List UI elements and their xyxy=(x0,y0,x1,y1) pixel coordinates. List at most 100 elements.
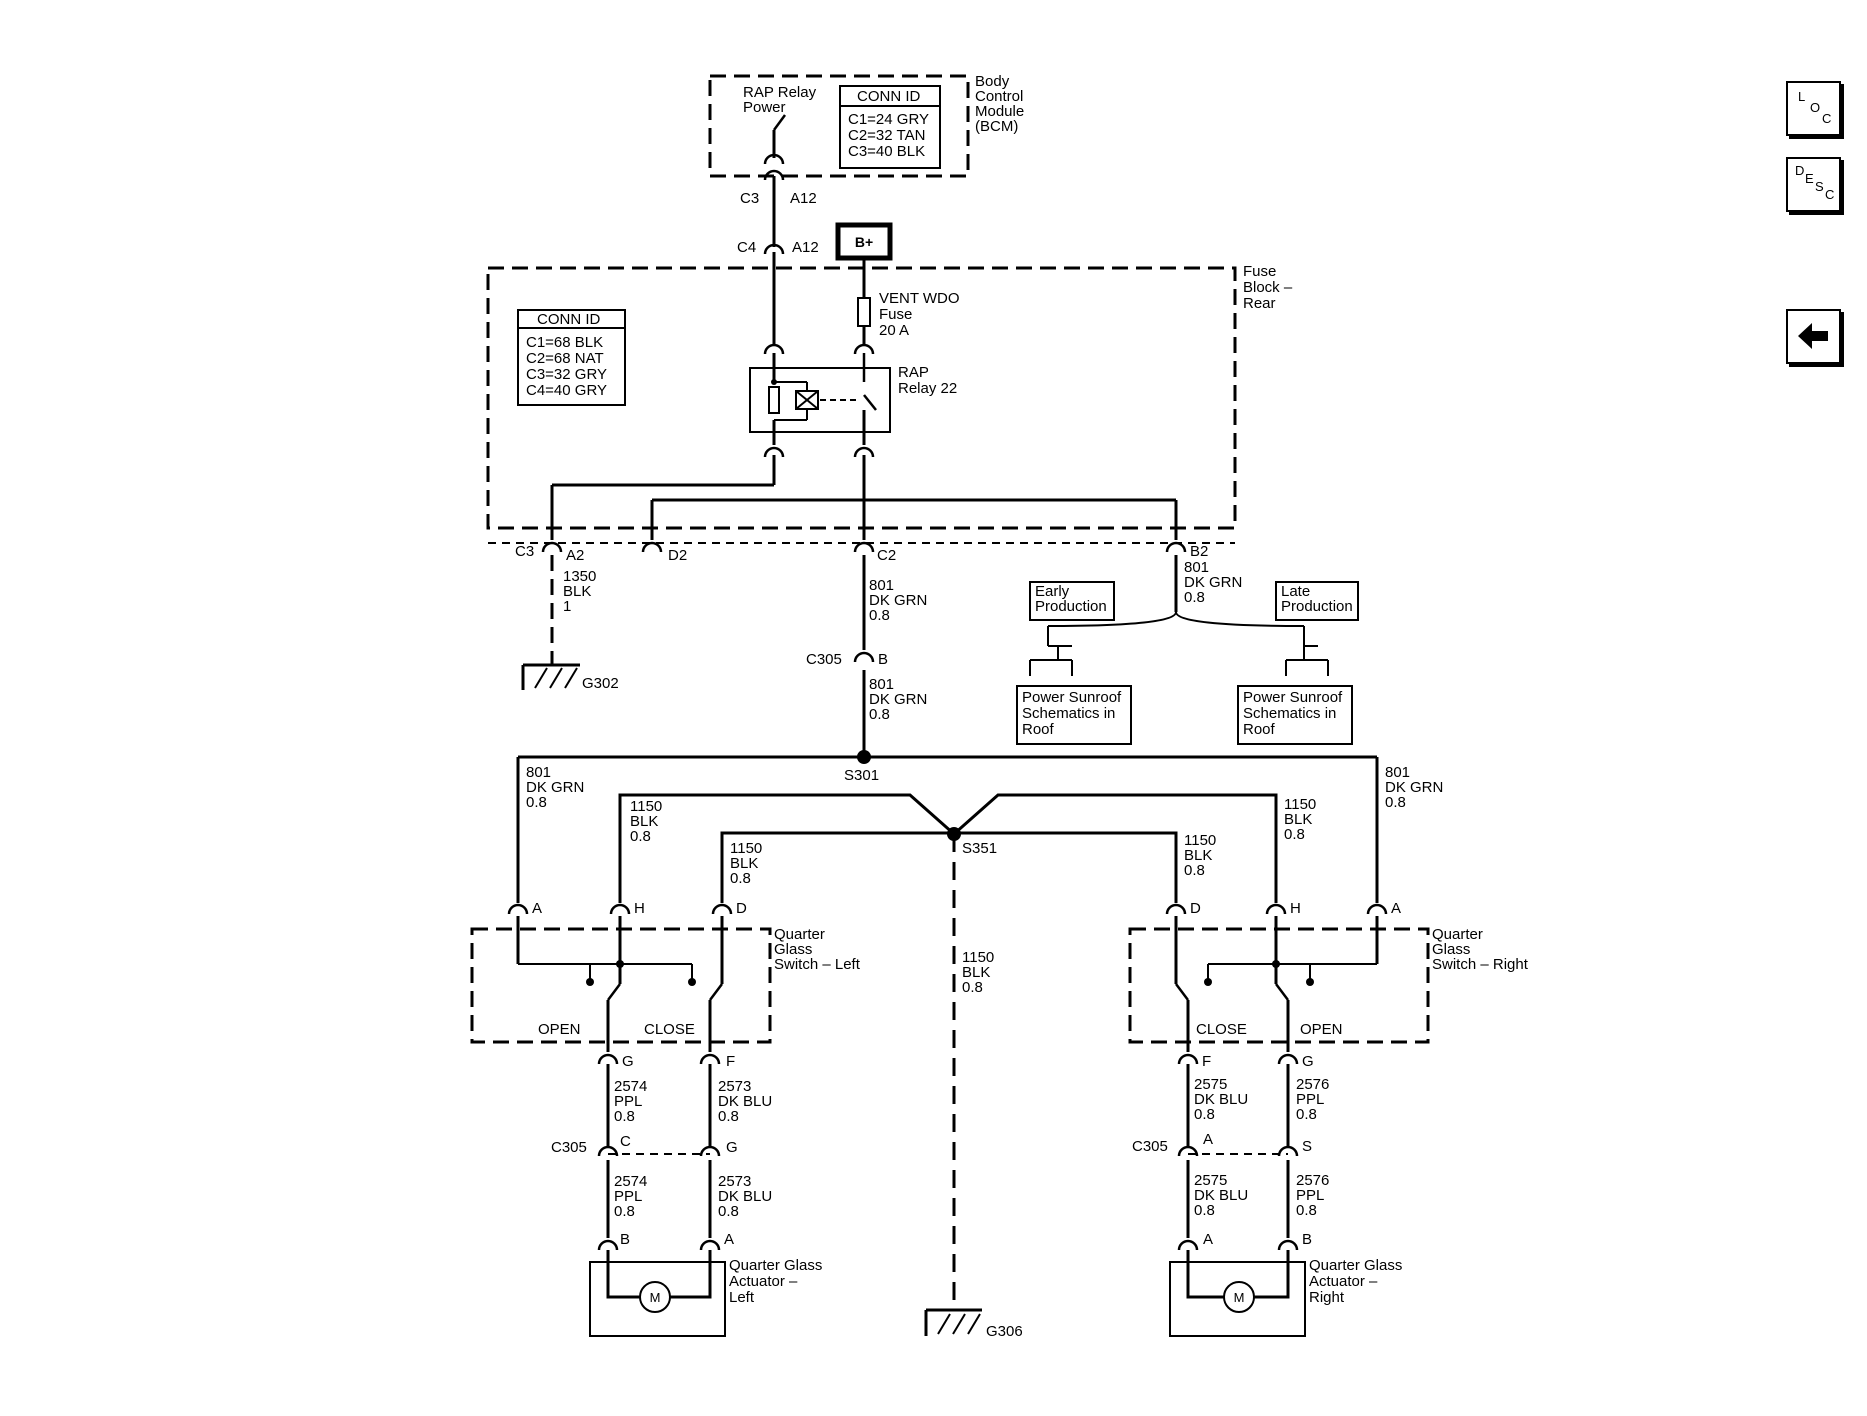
wire-1150-lh-1: 1150 xyxy=(630,798,662,815)
fuse-block-title-1: Fuse xyxy=(1243,263,1276,280)
sunroof-ref2-2: Schematics in xyxy=(1243,705,1336,722)
left-actuator-title-2: Actuator – xyxy=(729,1273,798,1290)
fuse-conn-id-4: C4=40 GRY xyxy=(526,382,607,399)
bcm-title-3: Module xyxy=(975,103,1024,120)
bcm-title-4: (BCM) xyxy=(975,118,1018,135)
wire-2574-a-2: PPL xyxy=(614,1093,642,1110)
conn-c305-right-label: C305 xyxy=(1132,1138,1168,1155)
left-actuator-title-1: Quarter Glass xyxy=(729,1257,822,1274)
desc-letter-3: S xyxy=(1815,179,1824,194)
conn-a12-label-2: A12 xyxy=(792,239,819,256)
bcm-conn-id-1: C1=24 GRY xyxy=(848,111,929,128)
conn-c3-label: C3 xyxy=(740,190,759,207)
wire-801-b2-2: DK GRN xyxy=(1184,574,1242,591)
wire-1150-rd-3: 0.8 xyxy=(1184,862,1205,879)
wire-1150-rh-2: BLK xyxy=(1284,811,1312,828)
bcm-conn-id-title: CONN ID xyxy=(857,88,921,105)
back-button[interactable] xyxy=(1786,309,1841,364)
late-production-1: Late xyxy=(1281,583,1310,600)
left-pin-a: A xyxy=(532,900,542,917)
wire-1150-ld-2: BLK xyxy=(730,855,758,872)
conn-c-left-label: C xyxy=(620,1133,631,1150)
bcm-outline xyxy=(708,74,970,178)
conn-c305-left-label: C305 xyxy=(551,1139,587,1156)
wire-801-right-3: 0.8 xyxy=(1385,794,1406,811)
bcm-title-2: Control xyxy=(975,88,1023,105)
splice-s301-dot xyxy=(857,750,871,764)
wire-2574-b-1: 2574 xyxy=(614,1173,647,1190)
wire-801-mid-1: 801 xyxy=(869,676,894,693)
wire-1150-rh-1: 1150 xyxy=(1284,796,1316,813)
wire-1150-rh-3: 0.8 xyxy=(1284,826,1305,843)
wire-2573-a-2: DK BLU xyxy=(718,1093,772,1110)
desc-letter-4: C xyxy=(1825,187,1835,202)
left-close-label: CLOSE xyxy=(644,1021,695,1038)
desc-letter-2: E xyxy=(1805,171,1814,186)
wire-801-c2-2: DK GRN xyxy=(869,592,927,609)
sunroof-ref-box-2 xyxy=(1237,685,1353,745)
wire-801-mid-3: 0.8 xyxy=(869,706,890,723)
bcm-conn-id-box xyxy=(839,85,941,169)
wire-801-left-3: 0.8 xyxy=(526,794,547,811)
fuse-conn-id-1: C1=68 BLK xyxy=(526,334,603,351)
wire-2576-a-3: 0.8 xyxy=(1296,1106,1317,1123)
wire-1150-ld-1: 1150 xyxy=(730,840,762,857)
fuse-symbol xyxy=(857,297,871,327)
right-switch-title-3: Switch – Right xyxy=(1432,956,1529,973)
fuse-block-title-2: Block – xyxy=(1243,279,1293,296)
right-actuator-pin-a: A xyxy=(1203,1231,1213,1248)
wire-2573-b-3: 0.8 xyxy=(718,1203,739,1220)
bcm-conn-id-2: C2=32 TAN xyxy=(848,127,925,144)
right-actuator-title-2: Actuator – xyxy=(1309,1273,1378,1290)
left-switch-title-1: Quarter xyxy=(774,926,825,943)
fuse-conn-id-3: C3=32 GRY xyxy=(526,366,607,383)
desc-button[interactable]: D E S C xyxy=(1786,157,1841,212)
right-switch-outline xyxy=(1128,927,1430,1044)
ground-g302-label: G302 xyxy=(582,675,619,692)
relay-label-1: RAP xyxy=(898,364,929,381)
wire-2574-b-2: PPL xyxy=(614,1188,642,1205)
conn-b-label: B xyxy=(878,651,888,668)
right-pin-a: A xyxy=(1391,900,1401,917)
late-production-2: Production xyxy=(1281,598,1353,615)
desc-letter-1: D xyxy=(1795,163,1805,178)
left-actuator-pin-a: A xyxy=(724,1231,734,1248)
wire-2576-b-1: 2576 xyxy=(1296,1172,1329,1189)
wire-801-right-2: DK GRN xyxy=(1385,779,1443,796)
ground-g306-label: G306 xyxy=(986,1323,1023,1340)
conn-c4-label: C4 xyxy=(737,239,756,256)
conn-c2-label: C2 xyxy=(877,547,896,564)
loc-button[interactable]: L O C xyxy=(1786,81,1841,136)
wire-1150-g306-2: BLK xyxy=(962,964,990,981)
left-motor-symbol xyxy=(639,1281,671,1313)
late-production-box xyxy=(1275,581,1359,621)
conn-g-left-label: G xyxy=(726,1139,738,1156)
wire-2575-a-2: DK BLU xyxy=(1194,1091,1248,1108)
battery-label: B+ xyxy=(855,234,873,250)
bcm-conn-id-3: C3=40 BLK xyxy=(848,143,925,160)
wire-2575-a-3: 0.8 xyxy=(1194,1106,1215,1123)
conn-c305-label: C305 xyxy=(806,651,842,668)
right-pin-f: F xyxy=(1202,1053,1211,1070)
wire-801-right-1: 801 xyxy=(1385,764,1410,781)
early-production-1: Early xyxy=(1035,583,1070,600)
right-pin-g: G xyxy=(1302,1053,1314,1070)
left-pin-d: D xyxy=(736,900,747,917)
fuse-label-2: Fuse xyxy=(879,306,912,323)
loc-letter-1: L xyxy=(1798,89,1806,104)
wire-801-left-2: DK GRN xyxy=(526,779,584,796)
splice-s301-label: S301 xyxy=(844,767,879,784)
splice-s351-dot xyxy=(947,827,961,841)
wire-2573-a-1: 2573 xyxy=(718,1078,751,1095)
left-switch-title-3: Switch – Left xyxy=(774,956,861,973)
right-actuator-box xyxy=(1169,1261,1306,1337)
bcm-title-1: Body xyxy=(975,73,1010,90)
sunroof-ref1-3: Roof xyxy=(1022,721,1055,738)
conn-a2-label: A2 xyxy=(566,547,584,564)
right-switch-title-2: Glass xyxy=(1432,941,1470,958)
sunroof-ref2-1: Power Sunroof xyxy=(1243,689,1343,706)
early-production-box xyxy=(1029,581,1115,621)
loc-letter-3: C xyxy=(1822,111,1832,126)
wire-1150-g306-3: 0.8 xyxy=(962,979,983,996)
